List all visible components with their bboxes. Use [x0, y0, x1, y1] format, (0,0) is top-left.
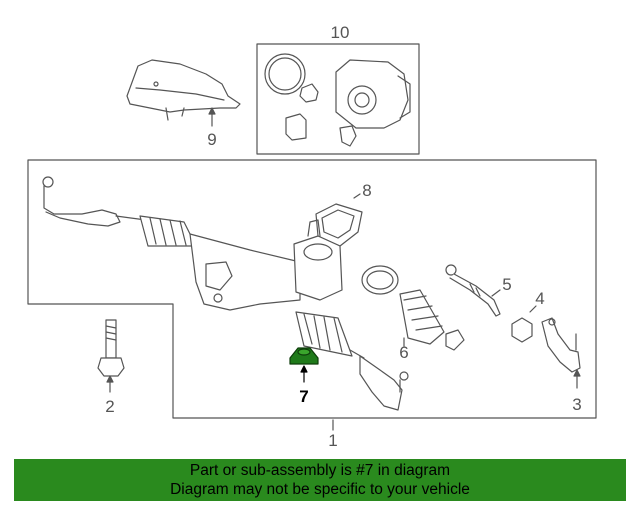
mounting-bolt-part[interactable] — [97, 319, 125, 377]
inner-tie-rod-part[interactable] — [445, 264, 501, 317]
rack-boot-part[interactable] — [361, 265, 465, 351]
arrow-9 — [208, 107, 216, 115]
banner-line-part-number: Part or sub-assembly is #7 in diagram — [189, 462, 451, 479]
lock-nut-part[interactable] — [511, 317, 533, 343]
steering-rack-part[interactable] — [42, 176, 409, 411]
callout-2: 2 — [105, 397, 114, 416]
nut-icon[interactable] — [289, 347, 319, 365]
heat-shield-part[interactable] — [126, 59, 241, 121]
callout-3: 3 — [572, 395, 581, 414]
callout-7: 7 — [299, 387, 308, 406]
steering-motor-part[interactable] — [264, 53, 411, 147]
callout-8: 8 — [362, 181, 371, 200]
arrow-2 — [106, 375, 114, 383]
callout-5: 5 — [502, 275, 511, 294]
callout-10: 10 — [331, 23, 350, 42]
subassembly-frame-10 — [256, 43, 420, 155]
assembly-frame — [27, 159, 597, 419]
banner-line-disclaimer: Diagram may not be specific to your vehi… — [170, 481, 470, 498]
arrow-3 — [573, 369, 581, 377]
leader-4 — [529, 305, 537, 313]
arrow-7 — [300, 365, 308, 373]
leader-8 — [353, 193, 361, 199]
callout-9: 9 — [207, 130, 216, 149]
callout-1: 1 — [328, 431, 337, 450]
outer-tie-rod-part[interactable] — [541, 317, 581, 373]
callout-4: 4 — [535, 289, 544, 308]
leader-5 — [491, 289, 501, 297]
callout-6: 6 — [399, 343, 408, 362]
info-banner: Part or sub-assembly is #7 in diagram Di… — [14, 459, 626, 501]
